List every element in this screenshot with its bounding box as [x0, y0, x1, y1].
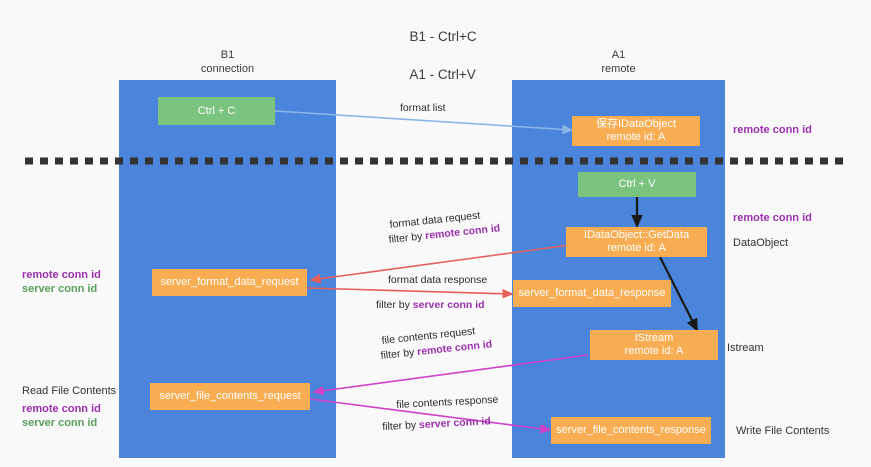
box-ctrl-c-line1: Ctrl + C [197, 104, 236, 117]
edge-label-format-list: format list [400, 102, 446, 115]
box-save-idataobject-line2: remote id: A [606, 131, 666, 143]
filter-prefix: filter by [388, 230, 426, 246]
annotation-istream-text: Istream [727, 342, 764, 354]
lane-a1-bottom [512, 161, 725, 458]
annotation-write-file-contents-text: Write File Contents [736, 425, 830, 437]
filter-key: server conn id [412, 299, 485, 311]
annotation-left-mid-remote-conn-id: remote conn id [22, 269, 101, 281]
box-istream-line2: remote id: A [624, 345, 684, 357]
box-ctrl-c[interactable]: Ctrl + C [158, 97, 275, 125]
annotation-left-bottom: Read File Contents remote conn id server… [22, 384, 116, 430]
lane-header-b1-name: B1 [220, 49, 235, 61]
annotation-right-top-remote-conn-id: remote conn id [733, 124, 812, 136]
box-ctrl-v[interactable]: Ctrl + V [578, 172, 696, 197]
annotation-write-file-contents: Write File Contents [736, 424, 829, 438]
filter-prefix: filter by [380, 346, 418, 362]
box-server-file-contents-request[interactable]: server_file_contents_request [150, 383, 310, 410]
box-save-idataobject[interactable]: 保存IDataObject remote id: A [572, 116, 700, 146]
title-line-2: A1 - Ctrl+V [409, 67, 476, 82]
edge-label-format-list-text: format list [400, 102, 446, 114]
edge-label-format-data-response: format data response [388, 274, 487, 287]
annotation-dataobject-text: DataObject [733, 237, 789, 249]
lane-header-a1-name: A1 [611, 49, 626, 61]
box-save-idataobject-line1: 保存IDataObject [595, 118, 677, 130]
box-istream-line1: IStream [634, 332, 674, 344]
edge-label-format-data-response-filter: filter by server conn id [376, 299, 485, 312]
box-idataobject-getdata[interactable]: IDataObject::GetData remote id: A [566, 227, 707, 257]
lane-b1-bottom [119, 161, 336, 458]
filter-prefix: filter by [382, 419, 420, 433]
title-line-1: B1 - Ctrl+C [409, 29, 477, 44]
filter-prefix: filter by [376, 299, 413, 311]
annotation-left-bottom-remote-conn-id: remote conn id [22, 403, 101, 415]
lane-header-b1-sub: connection [200, 63, 255, 75]
annotation-right-mid: remote conn id [733, 211, 812, 225]
box-server-file-contents-response[interactable]: server_file_contents_response [551, 417, 711, 444]
box-server-file-contents-response-line1: server_file_contents_response [556, 424, 706, 436]
edge-label-format-data-response-text: format data response [388, 274, 488, 286]
annotation-left-mid-server-conn-id: server conn id [22, 283, 98, 295]
box-idataobject-getdata-line1: IDataObject::GetData [583, 229, 690, 241]
lane-header-a1-sub: remote [601, 63, 636, 75]
box-server-format-data-response-line1: server_format_data_response [518, 287, 666, 299]
annotation-istream: Istream [727, 341, 764, 355]
box-server-format-data-request-line1: server_format_data_request [160, 276, 299, 288]
box-istream[interactable]: IStream remote id: A [590, 330, 718, 360]
edge-label-file-contents-response: file contents response [396, 394, 499, 412]
annotation-left-mid: remote conn id server conn id [22, 268, 101, 296]
box-server-format-data-response[interactable]: server_format_data_response [513, 280, 671, 307]
box-idataobject-getdata-line2: remote id: A [607, 242, 666, 254]
box-ctrl-v-line1: Ctrl + V [618, 178, 656, 190]
edge-label-file-contents-response-text: file contents response [396, 393, 499, 411]
annotation-read-file-contents: Read File Contents [22, 385, 117, 397]
diagram-title: B1 - Ctrl+C A1 - Ctrl+V [0, 8, 871, 103]
annotation-right-mid-remote-conn-id: remote conn id [733, 212, 812, 224]
lane-header-b1: B1 connection [119, 48, 336, 76]
box-server-format-data-request[interactable]: server_format_data_request [152, 269, 307, 296]
edge-label-file-contents-response-filter: filter by server conn id [382, 415, 491, 434]
arrow-format-data-response [306, 287, 514, 299]
annotation-right-top: remote conn id [733, 123, 812, 137]
box-server-file-contents-request-line1: server_file_contents_request [159, 390, 301, 402]
annotation-dataobject: DataObject [733, 236, 788, 250]
filter-key: server conn id [418, 415, 492, 432]
lane-header-a1: A1 remote [512, 48, 725, 76]
annotation-left-bottom-server-conn-id: server conn id [22, 417, 98, 429]
